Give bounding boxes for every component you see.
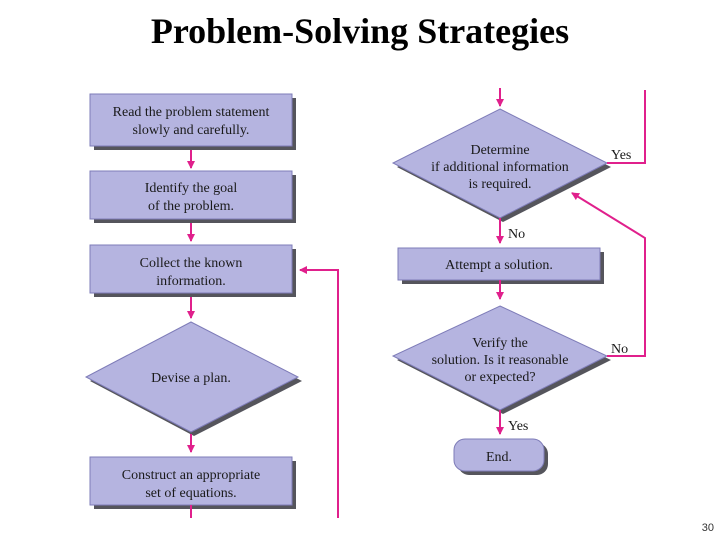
- step-attempt-solution-box: [397, 247, 601, 281]
- decision-additional-info-line3: is required.: [469, 177, 532, 192]
- no-label-verify: No: [611, 342, 628, 357]
- step-collect-info-line2: information.: [156, 274, 226, 289]
- step-construct-equations-box: [89, 456, 293, 506]
- no-branch-loop-to-determine: [571, 192, 646, 357]
- step-read-problem-line2: slowly and carefully.: [133, 123, 250, 138]
- terminal-end-box: [453, 438, 545, 472]
- terminal-end-label: End.: [486, 450, 512, 465]
- yes-label-verify: Yes: [508, 419, 528, 434]
- step-collect-info-line1: Collect the known: [140, 256, 243, 271]
- step-read-problem-box: [89, 93, 293, 147]
- decision-verify-solution: Verify the solution. Is it reasonable or…: [391, 305, 611, 414]
- decision-additional-info-line1: Determine: [470, 143, 529, 158]
- step-attempt-solution: Attempt a solution.: [397, 247, 604, 284]
- step-devise-plan-diamond: [84, 321, 300, 433]
- step-identify-goal-box: [89, 170, 293, 220]
- page-number: 30: [701, 522, 714, 534]
- decision-verify-solution-line3: or expected?: [464, 370, 535, 385]
- step-read-problem: Read the problem statement slowly and ca…: [89, 93, 296, 150]
- decision-additional-info-line2: if additional information: [431, 160, 569, 175]
- step-construct-equations: Construct an appropriate set of equation…: [89, 456, 296, 509]
- no-label-determine: No: [508, 227, 525, 242]
- yes-label-determine: Yes: [611, 148, 631, 163]
- decision-verify-solution-line1: Verify the: [472, 336, 528, 351]
- decision-verify-solution-line2: solution. Is it reasonable: [432, 353, 569, 368]
- slide-title: Problem-Solving Strategies: [150, 11, 570, 51]
- terminal-end: End.: [453, 438, 548, 475]
- decision-additional-info: Determine if additional information is r…: [391, 108, 611, 222]
- step-identify-goal-line1: Identify the goal: [145, 181, 238, 196]
- step-devise-plan: Devise a plan.: [84, 321, 302, 436]
- step-collect-info-box: [89, 244, 293, 294]
- step-read-problem-line1: Read the problem statement: [113, 105, 270, 120]
- step-construct-equations-line2: set of equations.: [145, 486, 236, 501]
- step-identify-goal-line2: of the problem.: [148, 199, 234, 214]
- step-construct-equations-line1: Construct an appropriate: [122, 468, 260, 483]
- yes-branch-line: [607, 90, 646, 164]
- step-attempt-solution-label: Attempt a solution.: [445, 258, 553, 273]
- step-identify-goal: Identify the goal of the problem.: [89, 170, 296, 223]
- loop-back-arrow-to-collect: [299, 266, 339, 518]
- step-collect-info: Collect the known information.: [89, 244, 296, 297]
- step-devise-plan-label: Devise a plan.: [151, 371, 231, 386]
